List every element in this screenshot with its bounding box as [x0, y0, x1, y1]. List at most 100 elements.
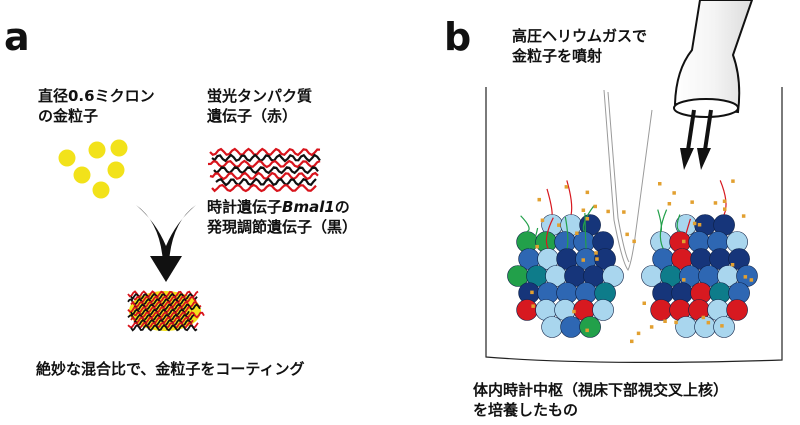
- tissue-gold-particle: [701, 315, 706, 320]
- cell: [516, 299, 538, 321]
- gold-particle: [110, 139, 128, 157]
- tissue-gold-particle: [682, 278, 686, 282]
- tissue-gold-particle: [593, 204, 597, 209]
- tissue-gold-particle: [531, 304, 535, 308]
- gold-particles: [58, 139, 128, 199]
- tissue-gold-particle: [585, 328, 589, 333]
- neurite: [659, 209, 668, 249]
- clock-gene-name: Bmal1: [282, 198, 335, 216]
- tissue-gold-particle: [649, 325, 654, 329]
- tissue-gold-particle: [630, 339, 634, 344]
- clock-gene-label-line1: 時計遺伝子Bmal1の: [207, 197, 357, 217]
- cell: [726, 299, 748, 321]
- cell: [579, 316, 601, 338]
- tissue-gold-particle: [658, 182, 662, 186]
- coating-caption: 絶妙な混合比で、金粒子をコーティング: [36, 360, 305, 378]
- tissue-gold-particle: [674, 320, 678, 325]
- tissue-gold-particle: [720, 324, 724, 328]
- tissue-gold-particle: [749, 278, 754, 282]
- merge-arrow: [136, 205, 196, 282]
- panel-b-letter: b: [444, 15, 472, 59]
- tissue-gold-particle: [722, 199, 727, 203]
- clock-gene-suffix: の: [334, 198, 350, 216]
- neurite: [566, 180, 573, 215]
- tissue-gold-particle: [557, 223, 561, 227]
- gene-strands: [207, 147, 321, 193]
- fluorescent-gene-label: 蛍光タンパク質 遺伝子（赤）: [207, 86, 312, 126]
- tissue-gold-particle: [682, 239, 686, 244]
- red-gene-strand: [209, 147, 321, 157]
- tissue-label-line2: を培養したもの: [473, 401, 579, 419]
- helium-label: 高圧ヘリウムガスで 金粒子を噴射: [512, 26, 647, 66]
- tissue-gold-particle: [572, 309, 576, 314]
- gold-particle: [88, 141, 106, 159]
- cell: [675, 316, 697, 338]
- tissue-gold-particle: [625, 232, 629, 237]
- tissue-label-line1: 体内時計中枢（視床下部視交叉上核）: [473, 381, 729, 399]
- tissue-gold-particle: [594, 251, 598, 255]
- tissue-gold-particle: [697, 223, 702, 227]
- neurite: [545, 217, 554, 249]
- black-gene-strand: [211, 153, 321, 163]
- neurite: [681, 218, 692, 249]
- neurite: [676, 214, 681, 233]
- cell: [541, 316, 563, 338]
- tissue-gold-particle: [642, 301, 646, 305]
- fluorescent-gene-label-line2: 遺伝子（赤）: [207, 107, 298, 125]
- neurite: [546, 188, 553, 215]
- tissue-label: 体内時計中枢（視床下部視交叉上核） を培養したもの: [473, 380, 728, 420]
- tissue-gold-particle: [667, 202, 672, 206]
- gold-particle: [58, 149, 76, 167]
- tissue-gold-particle: [713, 201, 718, 205]
- neurite: [520, 215, 530, 233]
- tissue-gold-particle: [663, 319, 667, 323]
- tissue-gold-particle: [723, 207, 727, 211]
- tissue-gold-particle: [595, 257, 599, 261]
- neurite: [528, 227, 539, 249]
- helium-label-line2: 金粒子を噴射: [512, 47, 603, 65]
- tissue-gold-particle: [585, 217, 590, 221]
- tissue-gold-particles: [530, 179, 754, 344]
- cell: [560, 316, 582, 338]
- clock-gene-label-line2: 発現調節遺伝子（黒）: [207, 218, 358, 236]
- neurite: [584, 213, 587, 249]
- tissue-gold-particle: [632, 239, 636, 244]
- cell: [694, 316, 716, 338]
- tissue-gold-particle: [535, 244, 539, 249]
- tissue-gold-particle: [564, 185, 569, 189]
- tissue-gold-particle: [731, 179, 735, 183]
- gold-particle: [107, 161, 125, 179]
- helium-label-line1: 高圧ヘリウムガスで: [512, 27, 648, 45]
- clock-gene-label: 時計遺伝子Bmal1の 発現調節遺伝子（黒）: [207, 197, 357, 237]
- cell: [592, 299, 614, 321]
- black-gene-coating: [130, 324, 198, 332]
- red-gene-coating: [127, 290, 199, 298]
- tissue-culture-outline: [485, 87, 783, 363]
- tissue-gold-particle: [706, 320, 711, 325]
- tissue-gold-particle: [690, 200, 694, 204]
- tissue-gold-particle: [585, 190, 590, 195]
- cell-cluster-right: [641, 180, 758, 338]
- tissue-gold-particle: [743, 275, 748, 279]
- gold-particle-label: 直径0.6ミクロン の金粒子: [38, 86, 155, 126]
- fluorescent-gene-label-line1: 蛍光タンパク質: [207, 87, 313, 105]
- gold-particle-label-line1: 直径0.6ミクロン: [38, 87, 155, 105]
- tissue-gold-particle: [622, 210, 626, 214]
- coated-particle-cluster: [127, 290, 205, 332]
- neurite: [564, 216, 569, 249]
- tissue-gold-particle: [575, 231, 579, 235]
- cell-cluster-left: [507, 180, 624, 338]
- black-gene-strand: [213, 166, 319, 175]
- red-gene-strand: [209, 171, 319, 181]
- cell: [650, 299, 672, 321]
- tissue-gold-particle: [692, 221, 697, 226]
- tissue-gold-particle: [636, 331, 641, 336]
- injection-arrows: [680, 109, 713, 170]
- gold-particle: [73, 166, 91, 184]
- black-gene-strand: [215, 177, 317, 187]
- panel-a-letter: a: [4, 15, 30, 59]
- gold-particle: [92, 181, 110, 199]
- tissue-gold-particle: [581, 258, 585, 262]
- tissue-gold-particle: [741, 214, 746, 218]
